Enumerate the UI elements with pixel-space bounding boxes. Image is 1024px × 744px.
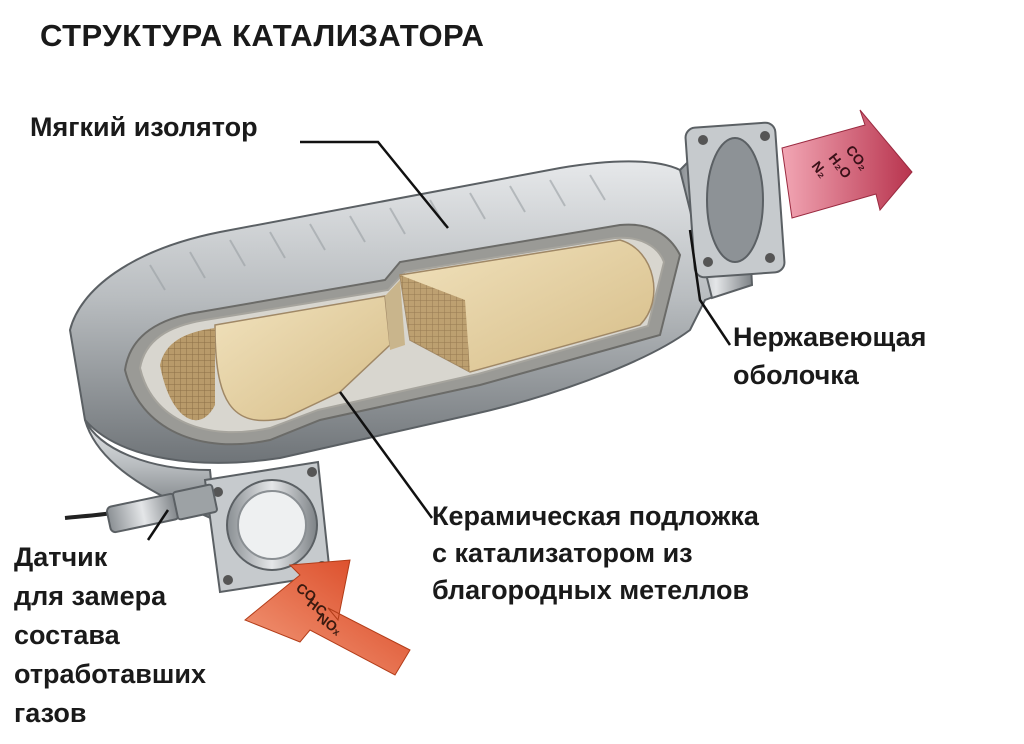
oxygen-sensor [64,483,218,534]
outlet-flange [678,121,786,300]
leader-ceramic [338,391,434,519]
label-sensor-line: Датчик [14,542,108,572]
label-soft-insulator: Мягкий изолятор [30,112,258,142]
page-title: СТРУКТУРА КАТАЛИЗАТОРА [40,18,485,53]
label-shell-line: оболочка [733,360,859,390]
label-ceramic-line: благородных метеллов [432,575,750,605]
leader-sensor [146,509,170,541]
inlet-flange [84,419,332,594]
leader-shell [688,229,732,346]
inlet-gas-arrow: CO HC NOₓ [244,559,411,676]
label-sensor-line: отработавших [14,659,207,689]
label-sensor-line: состава [14,620,120,650]
outlet-gas-arrow: CO₂ H₂O N₂ [781,109,913,219]
label-ceramic-line: с катализатором из [432,538,693,568]
ceramic-substrate [160,239,655,422]
label-sensor-line: газов [14,698,87,728]
label-sensor-line: для замера [14,581,167,611]
label-ceramic-substrate: Керамическая подложка с катализатором из… [432,498,759,609]
outlet-gas-n2: N₂ [809,158,832,181]
label-stainless-shell: Нержавеющая оболочка [733,318,926,394]
label-shell-line: Нержавеющая [733,322,927,352]
leader-insulator [300,140,449,229]
label-ceramic-line: Керамическая подложка [432,501,759,531]
label-exhaust-sensor: Датчик для замера состава отработавших г… [14,538,206,733]
leader-lines [146,140,732,541]
